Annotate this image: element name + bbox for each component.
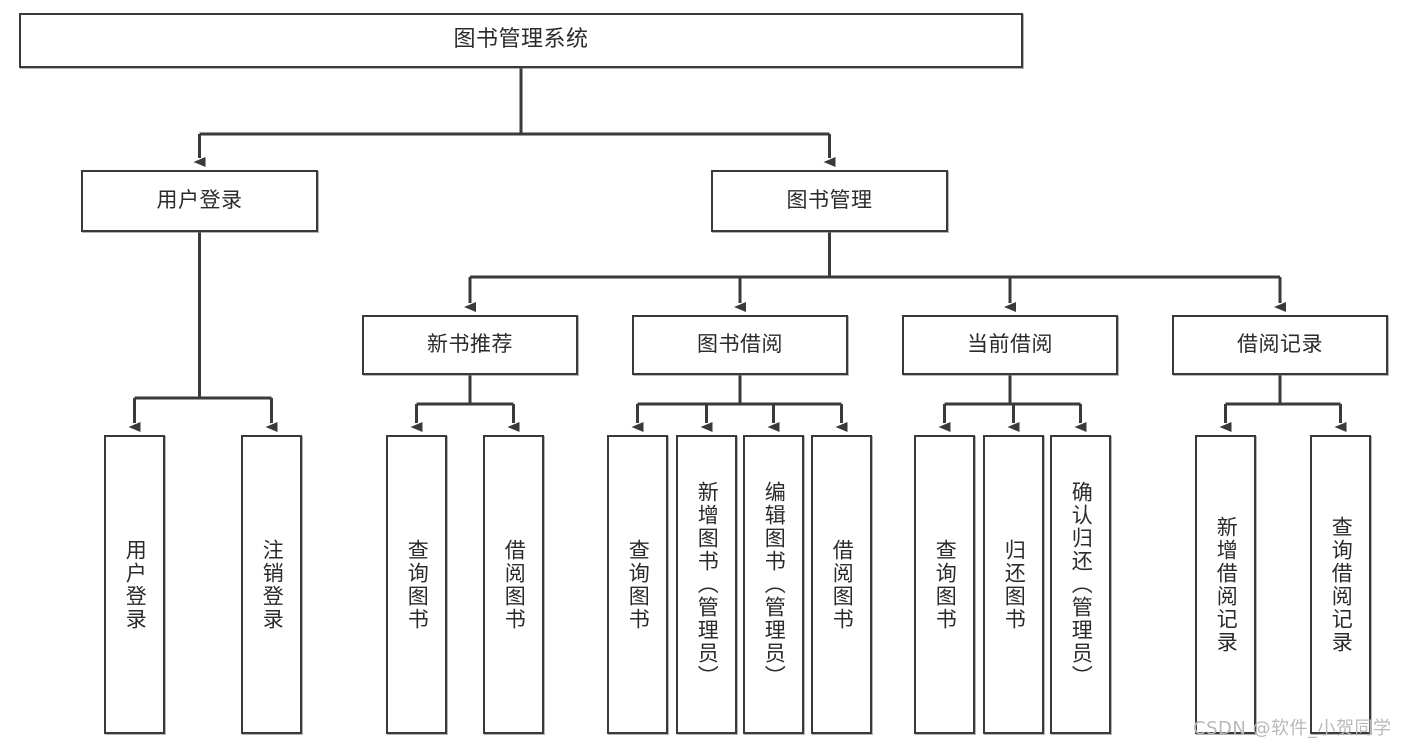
node-book-borrow[interactable]: 图书借阅 bbox=[632, 315, 848, 375]
node-leaf-user-login[interactable]: 用户登录 bbox=[104, 435, 165, 734]
node-label: 图书管理 bbox=[786, 188, 873, 213]
csdn-watermark: CSDN @软件_小贺同学 bbox=[1193, 718, 1392, 739]
node-label: 查询图书 bbox=[405, 538, 430, 631]
node-label: 新增图书（管理员） bbox=[695, 481, 720, 688]
node-leaf-query-book-3[interactable]: 查询图书 bbox=[914, 435, 975, 734]
node-label: 借阅记录 bbox=[1237, 332, 1323, 357]
node-leaf-edit-book[interactable]: 编辑图书（管理员） bbox=[743, 435, 804, 734]
node-label: 归还图书 bbox=[1002, 538, 1027, 631]
node-leaf-return-book[interactable]: 归还图书 bbox=[983, 435, 1044, 734]
node-label: 图书管理系统 bbox=[453, 27, 589, 53]
node-current-borrow[interactable]: 当前借阅 bbox=[902, 315, 1118, 375]
node-book-manage[interactable]: 图书管理 bbox=[711, 170, 948, 232]
node-leaf-borrow-book-2[interactable]: 借阅图书 bbox=[811, 435, 872, 734]
node-label: 图书借阅 bbox=[697, 332, 783, 357]
node-root-system[interactable]: 图书管理系统 bbox=[19, 13, 1023, 68]
node-leaf-query-book-1[interactable]: 查询图书 bbox=[386, 435, 447, 734]
node-leaf-confirm-return[interactable]: 确认归还（管理员） bbox=[1050, 435, 1111, 734]
node-label: 确认归还（管理员） bbox=[1069, 481, 1094, 688]
node-label: 借阅图书 bbox=[830, 538, 855, 631]
node-label: 注销登录 bbox=[260, 538, 285, 631]
node-borrow-record[interactable]: 借阅记录 bbox=[1172, 315, 1388, 375]
node-leaf-query-record[interactable]: 查询借阅记录 bbox=[1310, 435, 1371, 734]
node-leaf-user-logout[interactable]: 注销登录 bbox=[241, 435, 302, 734]
node-label: 查询图书 bbox=[626, 538, 651, 631]
node-new-book-recommend[interactable]: 新书推荐 bbox=[362, 315, 578, 375]
node-leaf-borrow-book-1[interactable]: 借阅图书 bbox=[483, 435, 544, 734]
node-leaf-query-book-2[interactable]: 查询图书 bbox=[607, 435, 668, 734]
node-label: 用户登录 bbox=[156, 188, 243, 213]
node-label: 查询借阅记录 bbox=[1329, 515, 1354, 654]
node-label: 新书推荐 bbox=[427, 332, 513, 357]
node-label: 新增借阅记录 bbox=[1214, 515, 1239, 654]
node-leaf-add-record[interactable]: 新增借阅记录 bbox=[1195, 435, 1256, 734]
node-user-login[interactable]: 用户登录 bbox=[81, 170, 318, 232]
node-label: 查询图书 bbox=[933, 538, 958, 631]
node-label: 当前借阅 bbox=[967, 332, 1053, 357]
node-label: 编辑图书（管理员） bbox=[762, 481, 787, 688]
node-leaf-add-book[interactable]: 新增图书（管理员） bbox=[676, 435, 737, 734]
node-label: 用户登录 bbox=[123, 538, 148, 631]
node-label: 借阅图书 bbox=[502, 538, 527, 631]
